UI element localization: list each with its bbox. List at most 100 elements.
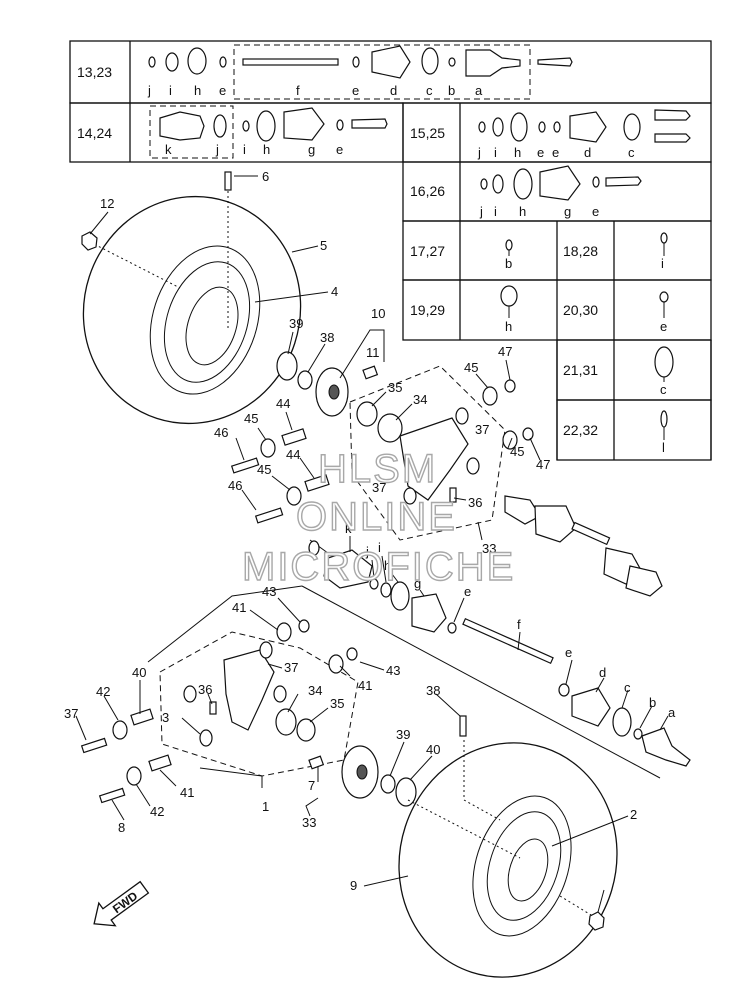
table-row-label: 18,28 [563,243,598,259]
callout-number: 37 [284,660,298,675]
part-letter: l [662,440,665,455]
watermark-line: HLSM [318,447,437,491]
upper-wheel-assembly [81,171,691,779]
callout-number: 41 [180,785,194,800]
callout-number: 38 [426,683,440,698]
callout-number: 44 [276,396,290,411]
table-row-label: 17,27 [410,243,445,259]
row-14-24-parts: k j i h g e [149,105,388,159]
callout-letter: j [365,544,369,559]
callout-number: 9 [350,878,357,893]
part-letter: e [336,142,343,157]
callout-number: 41 [232,600,246,615]
callout-number: 45 [257,462,271,477]
callout-number: 44 [286,447,300,462]
watermark: HLSM ONLINE MICROFICHE [241,446,515,589]
callout-letter: k [345,521,352,536]
callout-number: 46 [214,425,228,440]
table-row-label: 13,23 [77,64,112,80]
callout-number: 12 [100,196,114,211]
callout-number: 45 [464,360,478,375]
table-row-label: 20,30 [563,302,598,318]
part-letter: f [296,83,300,98]
fwd-label: FWD [110,889,141,917]
part-letter: e [219,83,226,98]
callout-number: 33 [482,541,496,556]
table-row-label: 15,25 [410,125,445,141]
callout-number: 8 [118,820,125,835]
table-row-label: 21,31 [563,362,598,378]
callout-number: 33 [302,815,316,830]
part-letter: e [352,83,359,98]
part-letter: i [243,142,246,157]
callout-number: 45 [244,411,258,426]
callout-letter: b [649,695,656,710]
callout-number: 37 [475,422,489,437]
part-letter: c [660,382,667,397]
lower-wheel-assembly [80,585,618,978]
callout-letter: c [624,680,631,695]
fwd-arrow: FWD [93,880,150,927]
part-letter: i [169,83,172,98]
callout-number: 3 [162,710,169,725]
callout-number: 35 [388,380,402,395]
part-letter: h [519,204,526,219]
callout-number: 43 [386,663,400,678]
part-letter: h [194,83,201,98]
callout-letter: d [599,665,606,680]
part-letter: d [584,145,591,160]
callout-letter: h [384,558,391,573]
callout-number: 42 [150,804,164,819]
row-16-26-parts: j i h g e [479,165,642,219]
single-part-cells: b i h e c l [500,232,674,455]
part-letter: d [390,83,397,98]
part-letter: h [505,319,512,334]
part-letter: e [537,145,544,160]
callout-number: 34 [413,392,427,407]
part-letter: c [426,83,433,98]
callout-number: 40 [132,665,146,680]
callout-number: 36 [468,495,482,510]
callout-number: 37 [372,480,386,495]
part-letter: g [564,204,571,219]
table-row-label: 16,26 [410,183,445,199]
part-letter: h [514,145,521,160]
callout-number: 1 [262,799,269,814]
part-letter: j [147,83,151,98]
callout-number: 47 [536,457,550,472]
callout-number: 7 [308,778,315,793]
callout-number: 35 [330,696,344,711]
part-letter: b [505,256,512,271]
callout-number: 42 [96,684,110,699]
callout-letter: i [378,540,381,555]
part-letter: e [552,145,559,160]
callout-number: 39 [289,316,303,331]
callout-number: 41 [358,678,372,693]
callout-number: 6 [262,169,269,184]
callout-number: 47 [498,344,512,359]
callout-number: 2 [630,807,637,822]
table-row-label: 14,24 [77,125,112,141]
table-row-label: 19,29 [410,302,445,318]
watermark-line: MICROFICHE [242,545,515,589]
part-letter: e [592,204,599,219]
part-letter: i [661,256,664,271]
row-15-25-parts: j i h e e d c [477,109,691,160]
callout-number: 40 [426,742,440,757]
table-row-label: 22,32 [563,422,598,438]
callout-number: 38 [320,330,334,345]
callout-letter: a [668,705,676,720]
part-letter: i [494,145,497,160]
callout-labels: 6 12 5 4 39 38 10 11 47 45 35 34 44 45 4… [64,169,676,913]
callout-number: 36 [198,682,212,697]
part-letter: b [448,83,455,98]
part-letter: e [660,319,667,334]
callout-number: 34 [308,683,322,698]
callout-number: 37 [64,706,78,721]
callout-number: 5 [320,238,327,253]
part-letter: g [308,142,315,157]
part-letter: i [494,204,497,219]
part-letter: c [628,145,635,160]
callout-letter: e [464,584,471,599]
